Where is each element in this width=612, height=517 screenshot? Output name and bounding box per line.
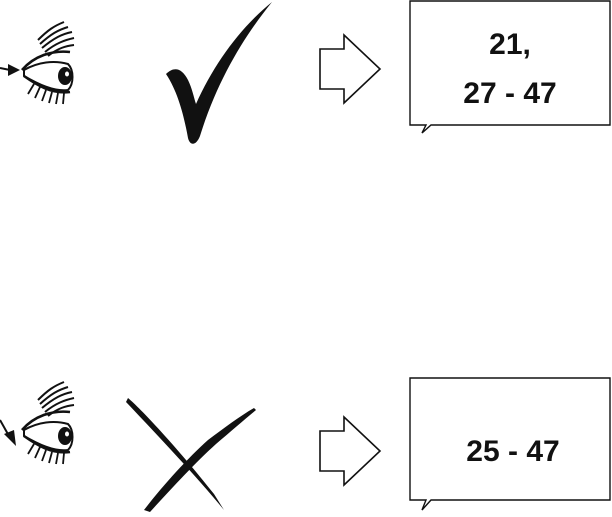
reference-text-line-1: 21, <box>489 28 531 61</box>
eye-icon <box>20 380 76 466</box>
pointer-arrow-icon <box>0 419 16 446</box>
reference-box: 25 - 47 <box>409 377 611 511</box>
reference-text-line-1: 25 - 47 <box>466 435 559 468</box>
cross-icon <box>126 398 256 512</box>
checkmark-icon <box>166 2 272 144</box>
row-correct: 21, 27 - 47 <box>0 0 611 144</box>
pointer-arrow-icon <box>0 64 20 76</box>
reference-text-line-2: 27 - 47 <box>463 77 556 110</box>
reference-box: 21, 27 - 47 <box>409 0 611 134</box>
eye-icon <box>20 20 76 106</box>
row-incorrect: 25 - 47 <box>0 377 611 512</box>
right-arrow-icon <box>319 416 381 486</box>
right-arrow-icon <box>319 34 381 104</box>
